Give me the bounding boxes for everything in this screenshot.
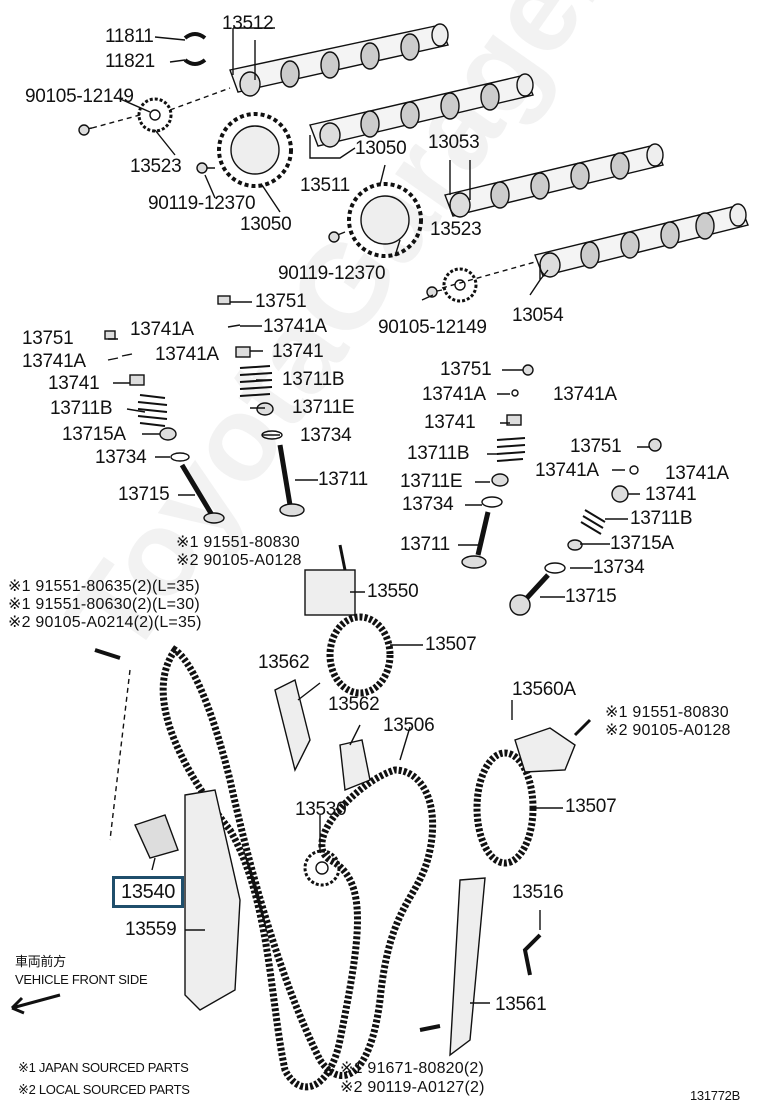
part-90119-12370-label: 90119-12370 [148, 193, 256, 214]
part-90119-12370-label: 90119-12370 [278, 263, 386, 284]
part-13516-label: 13516 [512, 882, 564, 903]
part-13715A-label: 13715A [610, 533, 674, 554]
part-13751-label: 13751 [22, 328, 74, 349]
note-91551-80630: ※1 91551-80630(2)(L=30) [8, 596, 200, 613]
note-90105-A0128: ※2 90105-A0128 [176, 552, 302, 569]
part-13711B-label: 13711B [407, 443, 470, 464]
part-13540-highlighted-label[interactable]: 13540 [112, 876, 185, 908]
part-13734-label: 13734 [300, 425, 352, 446]
part-13734-label: 13734 [402, 494, 454, 515]
part-13053-label: 13053 [428, 132, 480, 153]
part-13507-label: 13507 [565, 796, 617, 817]
part-13050-label: 13050 [355, 138, 407, 159]
part-13523-label: 13523 [130, 156, 182, 177]
camshaft-13050 [309, 73, 534, 148]
part-13741A-label: 13741A [553, 384, 617, 405]
part-13741-label: 13741 [424, 412, 476, 433]
part-13559-label: 13559 [125, 919, 177, 940]
note-90105-A0214: ※2 90105-A0214(2)(L=35) [8, 614, 202, 631]
part-13741A-label: 13741A [535, 460, 599, 481]
part-90105-12149-label: 90105-12149 [378, 317, 487, 338]
part-13741-label: 13741 [272, 341, 324, 362]
part-11821-label: 11821 [105, 51, 155, 72]
part-13741A-label: 13741A [422, 384, 486, 405]
vehicle-front-en: VEHICLE FRONT SIDE [15, 972, 148, 987]
part-13512-label: 13512 [222, 13, 274, 34]
part-13741A-label: 13741A [22, 351, 86, 372]
part-13507-label: 13507 [425, 634, 477, 655]
part-13715-label: 13715 [565, 586, 617, 607]
part-13741-label: 13741 [645, 484, 697, 505]
legend-japan-sourced: ※1 JAPAN SOURCED PARTS [18, 1060, 189, 1075]
note-90105-A0128: ※2 90105-A0128 [605, 722, 731, 739]
note-91551-80830: ※1 91551-80830 [605, 704, 729, 721]
part-13715-label: 13715 [118, 484, 170, 505]
camshaft-13053 [444, 143, 664, 218]
part-13523-label: 13523 [430, 219, 482, 240]
part-13751-label: 13751 [570, 436, 622, 457]
part-13715A-label: 13715A [62, 424, 126, 445]
part-13562-label: 13562 [258, 652, 310, 673]
part-13751-label: 13751 [255, 291, 307, 312]
part-13711B-label: 13711B [630, 508, 693, 529]
part-13550-label: 13550 [367, 581, 419, 602]
part-13741-label: 13741 [48, 373, 100, 394]
part-13711B-label: 13711B [50, 398, 113, 419]
part-13741A-label: 13741A [665, 463, 729, 484]
camshaft-13511 [229, 23, 449, 97]
part-13711-label: 13711 [400, 534, 450, 555]
part-13734-label: 13734 [593, 557, 645, 578]
part-13511-label: 13511 [300, 175, 350, 196]
part-13711-label: 13711 [318, 469, 368, 490]
part-13734-label: 13734 [95, 447, 147, 468]
part-13560A-label: 13560A [512, 679, 576, 700]
part-13050-label: 13050 [240, 214, 292, 235]
part-13711E-label: 13711E [400, 471, 463, 492]
note-91551-80830: ※1 91551-80830 [176, 534, 300, 551]
part-13561-label: 13561 [495, 994, 547, 1015]
note-91551-80635: ※1 91551-80635(2)(L=35) [8, 578, 200, 595]
part-13506-label: 13506 [383, 715, 435, 736]
part-13741A-label: 13741A [130, 319, 194, 340]
legend-local-sourced: ※2 LOCAL SOURCED PARTS [18, 1082, 190, 1097]
part-13054-label: 13054 [512, 305, 564, 326]
part-13741A-label: 13741A [155, 344, 219, 365]
part-13741A-label: 13741A [263, 316, 327, 337]
part-13711B-label: 13711B [282, 369, 345, 390]
part-13562-label: 13562 [328, 694, 380, 715]
vehicle-front-jp: 車両前方 [15, 954, 66, 969]
camshaft-13054 [534, 203, 749, 278]
part-13711E-label: 13711E [292, 397, 355, 418]
note-90119-A0127: ※2 90119-A0127(2) [340, 1079, 485, 1096]
part-13751-label: 13751 [440, 359, 492, 380]
part-13530-label: 13530 [295, 799, 347, 820]
diagram-id: 131772B [690, 1088, 740, 1103]
part-11811-label: 11811 [105, 26, 154, 47]
part-90105-12149-label: 90105-12149 [25, 86, 134, 107]
note-91671-80820: ※1 91671-80820(2) [340, 1060, 485, 1077]
